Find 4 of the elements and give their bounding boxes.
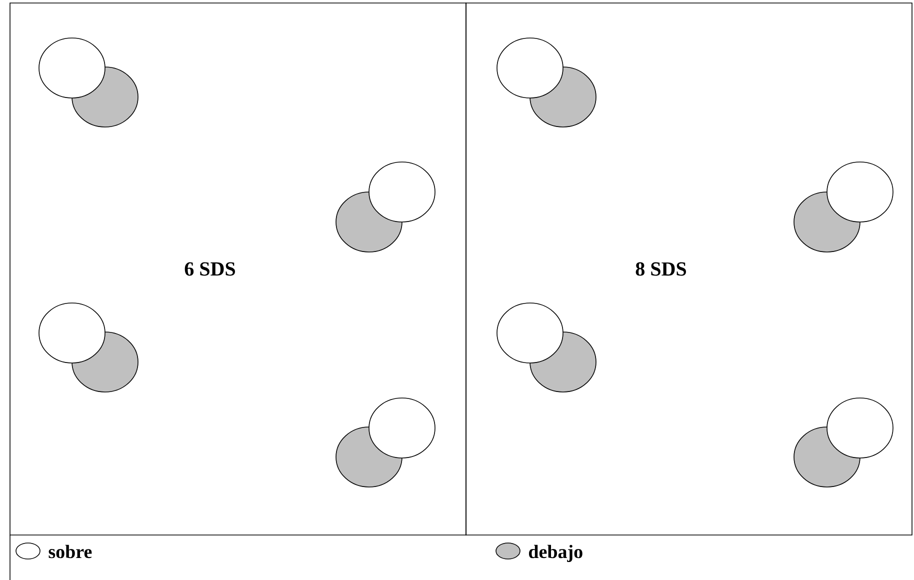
legend-label: debajo — [528, 544, 582, 562]
panel-box: 8 SDS — [466, 2, 912, 536]
legend-label: sobre — [48, 544, 92, 558]
panel-box: 6 SDS — [10, 2, 466, 536]
